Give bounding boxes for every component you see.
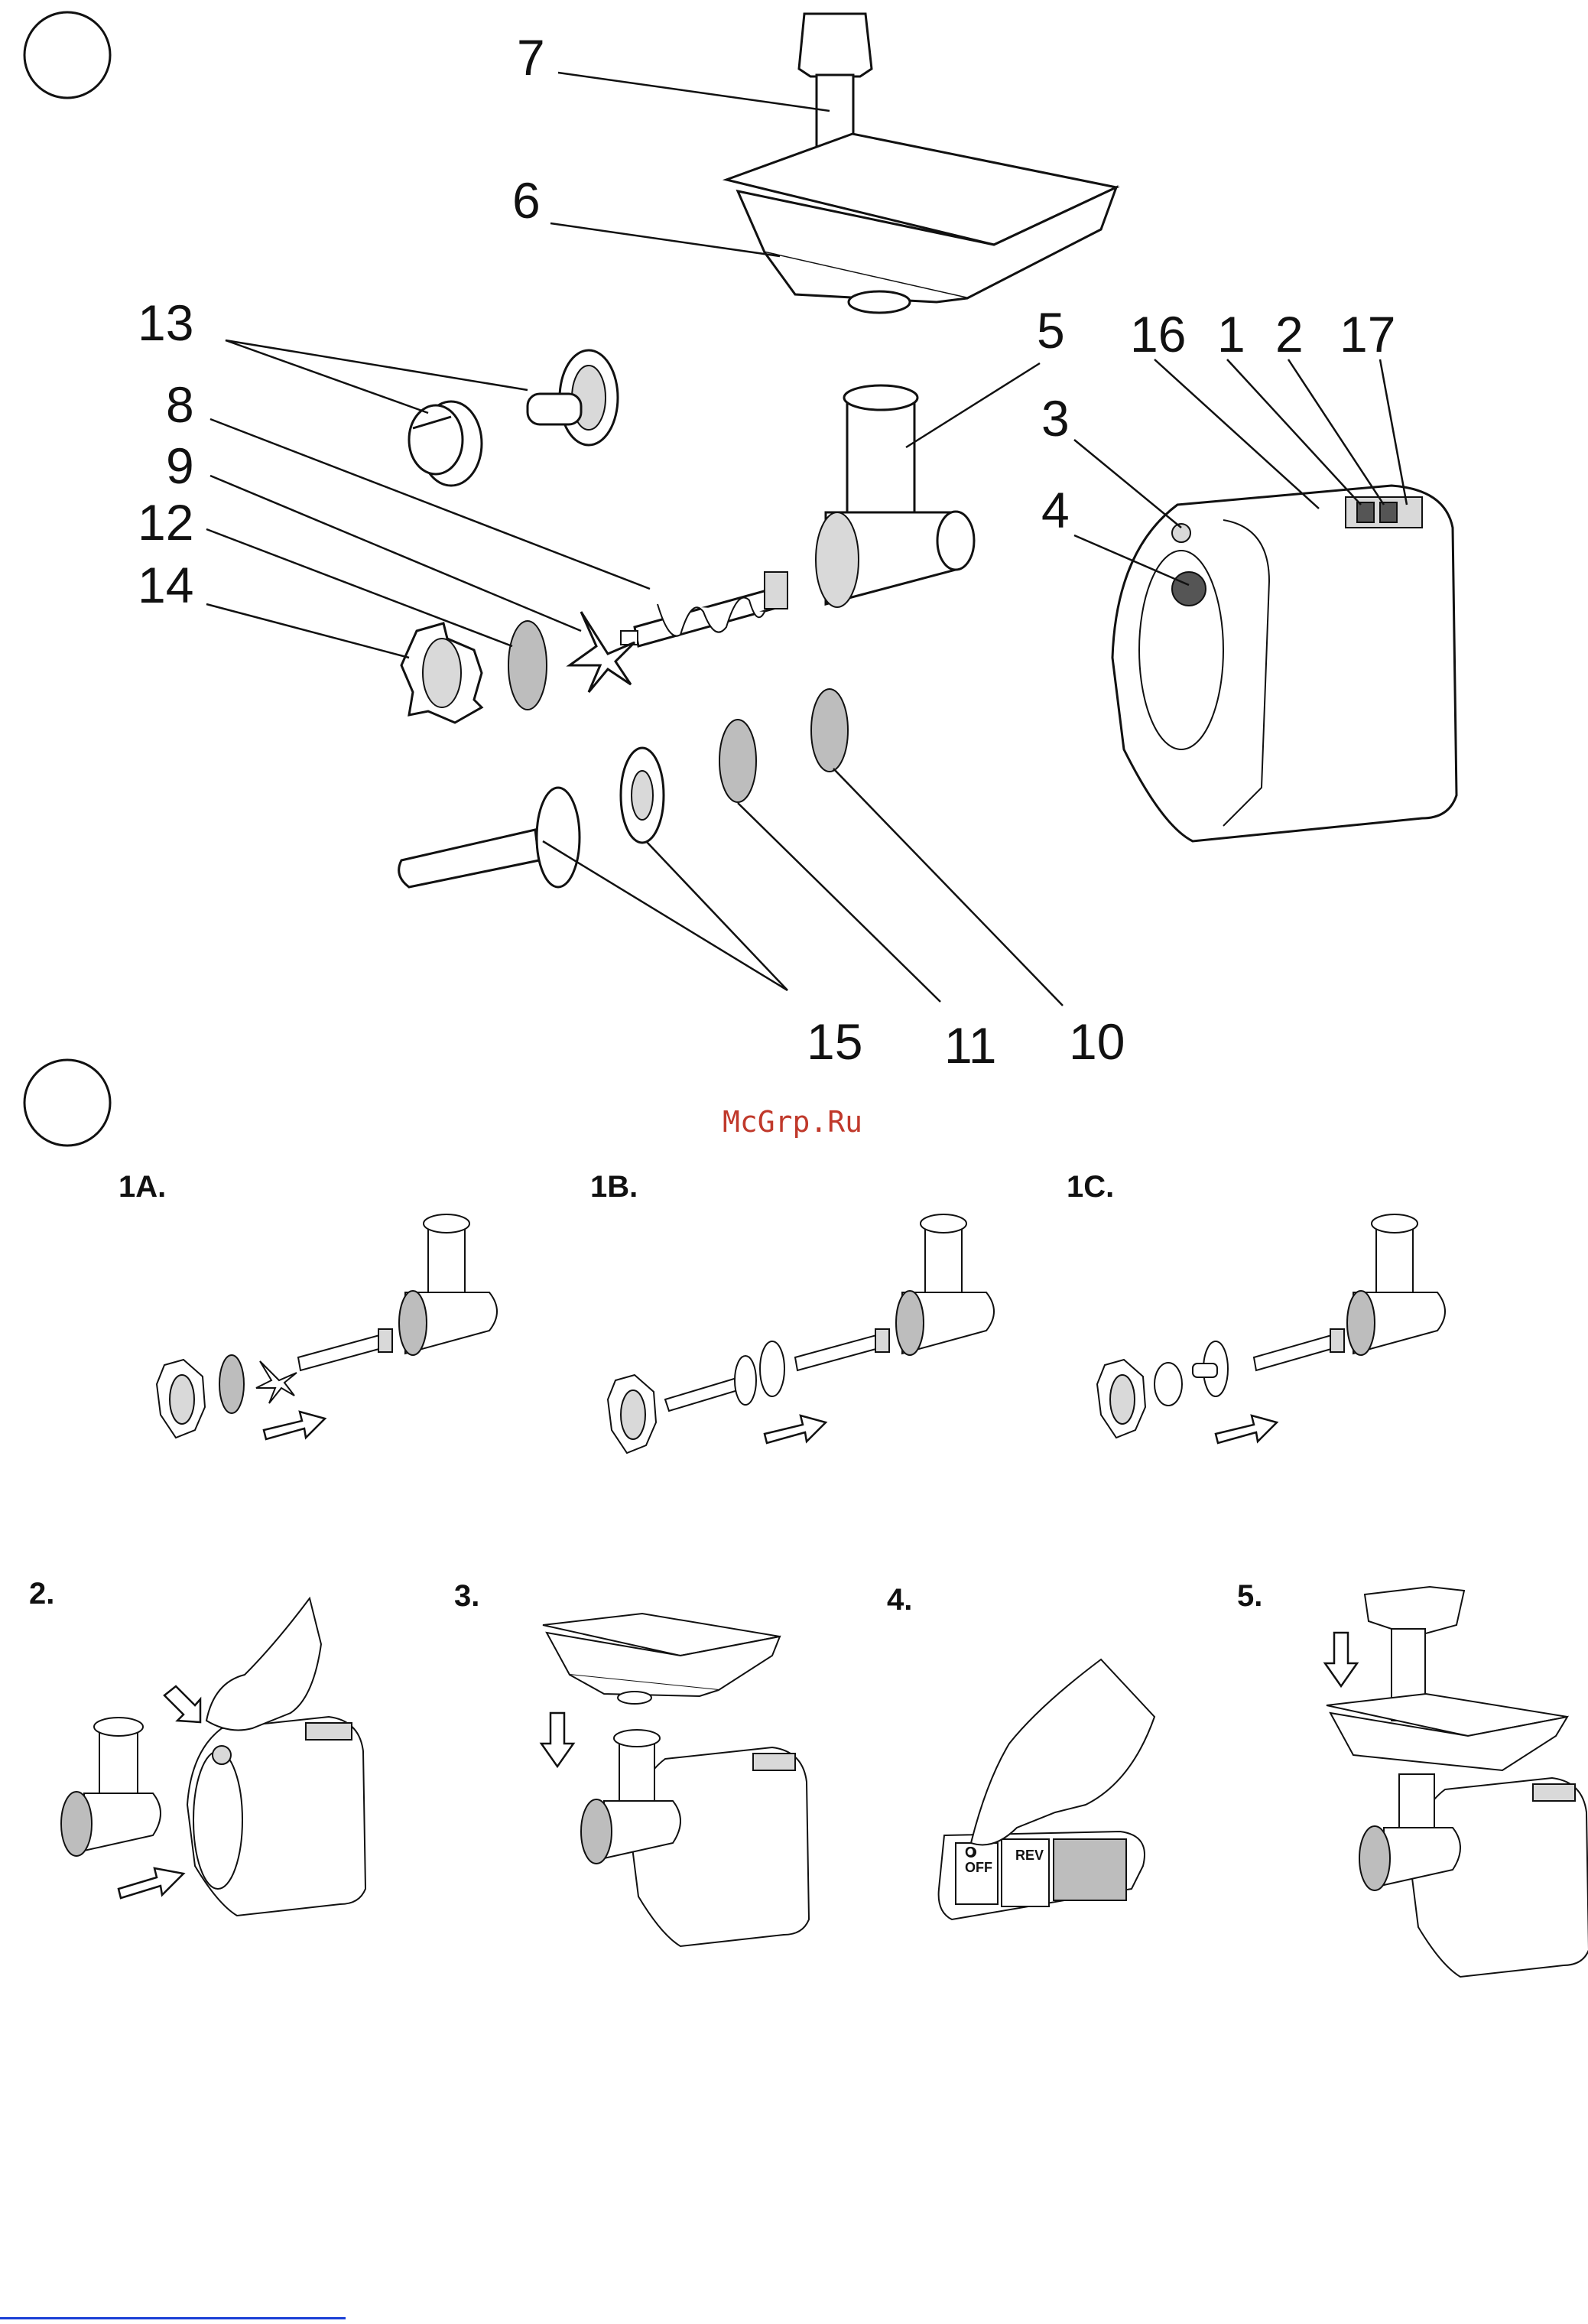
callout-12: 12 [138, 494, 193, 551]
part-kebbe-cone [409, 401, 482, 486]
callout-17: 17 [1340, 306, 1395, 362]
step-1b-label: 1B. [590, 1170, 638, 1204]
step-3-illustration [541, 1614, 809, 1946]
step-1a-label: 1A. [119, 1170, 166, 1204]
callout-2: 2 [1275, 306, 1304, 362]
callout-15: 15 [807, 1013, 862, 1070]
callout-10: 10 [1069, 1013, 1125, 1070]
step-1a-illustration [157, 1214, 497, 1439]
callout-6: 6 [512, 172, 541, 229]
section-marker-a [24, 12, 110, 98]
part-plate-coarse [811, 689, 848, 772]
step-4-illustration: O OFF REV [939, 1659, 1154, 1919]
off-label: OFF [965, 1860, 992, 1875]
callout-11: 11 [944, 1017, 997, 1074]
footer-link-underline [0, 2317, 346, 2319]
watermark: McGrp.Ru [723, 1105, 862, 1139]
part-motor-body [1112, 486, 1456, 841]
step-4-label: 4. [887, 1583, 912, 1617]
section-marker-b [24, 1060, 110, 1146]
step-1c-illustration [1097, 1214, 1445, 1443]
callout-16: 16 [1130, 306, 1186, 362]
step-5-label: 5. [1237, 1579, 1262, 1613]
step-1b-illustration [608, 1214, 994, 1453]
part-tray [726, 134, 1116, 313]
part-plate-fine [508, 621, 547, 710]
step-2-label: 2. [29, 1577, 54, 1611]
rev-label: REV [1015, 1848, 1044, 1863]
step-2-illustration [61, 1598, 365, 1916]
part-auger [621, 572, 788, 646]
part-kebbe-former [528, 350, 618, 445]
part-knife [570, 612, 635, 692]
step-3-label: 3. [454, 1579, 479, 1613]
callout-14: 14 [138, 557, 193, 613]
step-5-illustration [1325, 1587, 1588, 1977]
callout-9: 9 [166, 437, 194, 494]
callout-1: 1 [1217, 306, 1245, 362]
off-label-o: O [965, 1845, 976, 1860]
step-1c-label: 1C. [1067, 1170, 1114, 1204]
callout-4: 4 [1041, 482, 1070, 538]
callout-8: 8 [166, 376, 194, 433]
part-plate-medium [719, 720, 756, 802]
callout-3: 3 [1041, 390, 1070, 447]
part-ring-nut [401, 623, 482, 723]
part-separator-plate [621, 748, 664, 843]
callout-13: 13 [138, 294, 193, 351]
callout-7: 7 [517, 29, 545, 86]
callout-5: 5 [1037, 302, 1065, 359]
part-sausage-horn [399, 788, 580, 887]
